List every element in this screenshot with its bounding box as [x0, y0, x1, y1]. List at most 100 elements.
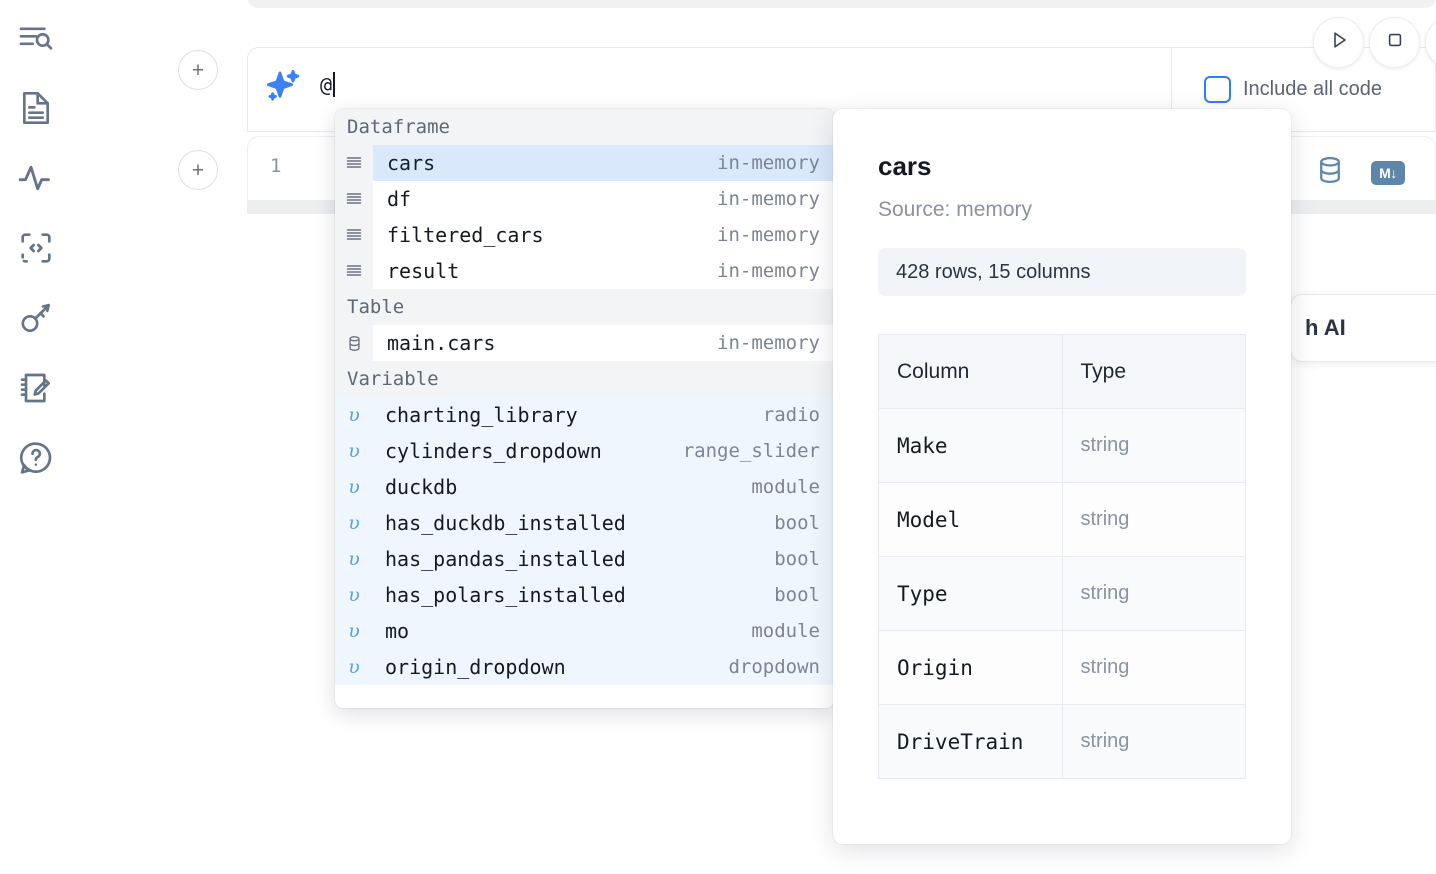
- dataframe-icon: [335, 217, 373, 253]
- previous-cell-stub: [247, 0, 1436, 8]
- outline-search-icon: [16, 18, 56, 58]
- ai-prompt-input[interactable]: @: [320, 48, 1171, 133]
- variable-icon: υ: [335, 505, 373, 541]
- schema-column-name: Origin: [878, 630, 1063, 705]
- code-snippet-icon: [16, 228, 56, 268]
- text-caret: [333, 72, 336, 97]
- schema-column-type: string: [1061, 704, 1246, 779]
- sidebar-item-key[interactable]: [14, 294, 58, 342]
- stop-button[interactable]: [1369, 17, 1420, 68]
- sidebar-item-outline-search[interactable]: [14, 14, 58, 62]
- schema-column-type: string: [1061, 408, 1246, 483]
- autocomplete-item-name: df: [387, 187, 412, 211]
- autocomplete-item-name: result: [387, 259, 460, 283]
- dataframe-icon: [335, 181, 373, 217]
- play-icon: [1327, 28, 1351, 57]
- variable-icon: υ: [335, 433, 373, 469]
- include-all-code-checkbox[interactable]: [1204, 76, 1231, 103]
- document-icon: [16, 88, 56, 128]
- autocomplete-item-type: in-memory: [717, 188, 820, 210]
- schema-column-type: string: [1061, 630, 1246, 705]
- sidebar-item-document[interactable]: [14, 84, 58, 132]
- database-icon[interactable]: [1313, 153, 1347, 192]
- dataframe-icon: [335, 253, 373, 289]
- autocomplete-item-type: bool: [774, 512, 820, 534]
- key-icon: [16, 298, 56, 338]
- schema-header-type: Type: [1061, 334, 1246, 409]
- variable-icon: υ: [335, 649, 373, 685]
- cell-action-icons: M↓: [1313, 153, 1405, 192]
- sidebar-item-scratchpad[interactable]: [14, 364, 58, 412]
- autocomplete-item-type: module: [751, 620, 820, 642]
- schema-column-name: DriveTrain: [878, 704, 1063, 779]
- autocomplete-item-type: in-memory: [717, 224, 820, 246]
- autocomplete-item[interactable]: υ cylinders_dropdown range_slider: [335, 433, 834, 469]
- autocomplete-item-name: charting_library: [385, 403, 578, 427]
- include-all-code-toggle[interactable]: Include all code: [1204, 76, 1382, 103]
- preview-source: Source: memory: [878, 198, 1033, 221]
- autocomplete-group-header-dataframe: Dataframe: [335, 109, 834, 145]
- generate-with-ai-label: h AI: [1305, 315, 1346, 340]
- scratchpad-icon: [16, 368, 56, 408]
- table-database-icon: [335, 325, 373, 361]
- autocomplete-item-name: cylinders_dropdown: [385, 439, 602, 463]
- include-all-code-label: Include all code: [1243, 78, 1382, 100]
- add-cell-button-bottom[interactable]: +: [178, 150, 218, 190]
- autocomplete-item-name: duckdb: [385, 475, 458, 499]
- autocomplete-item-name: origin_dropdown: [385, 655, 566, 679]
- schema-column-name: Model: [878, 482, 1063, 557]
- autocomplete-item-type: bool: [774, 548, 820, 570]
- variable-icon: υ: [335, 469, 373, 505]
- autocomplete-item-name: main.cars: [387, 331, 496, 355]
- add-cell-button-top[interactable]: +: [178, 50, 218, 90]
- sparkles-icon: [248, 48, 320, 133]
- markdown-badge[interactable]: M↓: [1371, 160, 1405, 185]
- schema-column-type: string: [1061, 556, 1246, 631]
- variable-icon: υ: [335, 577, 373, 613]
- preview-title: cars: [878, 151, 932, 181]
- preview-shape-badge: 428 rows, 15 columns: [878, 248, 1246, 296]
- autocomplete-group-header-variable: Variable: [335, 361, 834, 397]
- sidebar-item-help[interactable]: [14, 434, 58, 482]
- ai-prompt-value: @: [320, 72, 333, 97]
- generate-with-ai-card[interactable]: h AI: [1290, 294, 1436, 362]
- autocomplete-item-type: range_slider: [682, 440, 820, 462]
- schema-column-type: string: [1061, 482, 1246, 557]
- help-icon: [16, 438, 56, 478]
- autocomplete-item-name: mo: [385, 619, 410, 643]
- schema-column-name: Make: [878, 408, 1063, 483]
- schema-header-row: Column Type: [878, 334, 1246, 409]
- autocomplete-item-name: cars: [387, 151, 436, 175]
- line-number: 1: [270, 155, 282, 177]
- sidebar-item-activity[interactable]: [14, 154, 58, 202]
- sidebar-item-code-snippet[interactable]: [14, 224, 58, 272]
- variable-icon: υ: [335, 397, 373, 433]
- autocomplete-item-name: has_pandas_installed: [385, 547, 626, 571]
- activity-icon: [16, 158, 56, 198]
- left-icon-rail: [0, 0, 72, 874]
- dataframe-icon: [335, 145, 373, 181]
- dataframe-preview-panel: cars Source: memory 428 rows, 15 columns…: [833, 109, 1291, 844]
- markdown-badge-letter: M: [1379, 164, 1391, 181]
- schema-header-column: Column: [878, 334, 1063, 409]
- run-button[interactable]: [1313, 17, 1364, 68]
- autocomplete-item[interactable]: df in-memory: [335, 181, 834, 217]
